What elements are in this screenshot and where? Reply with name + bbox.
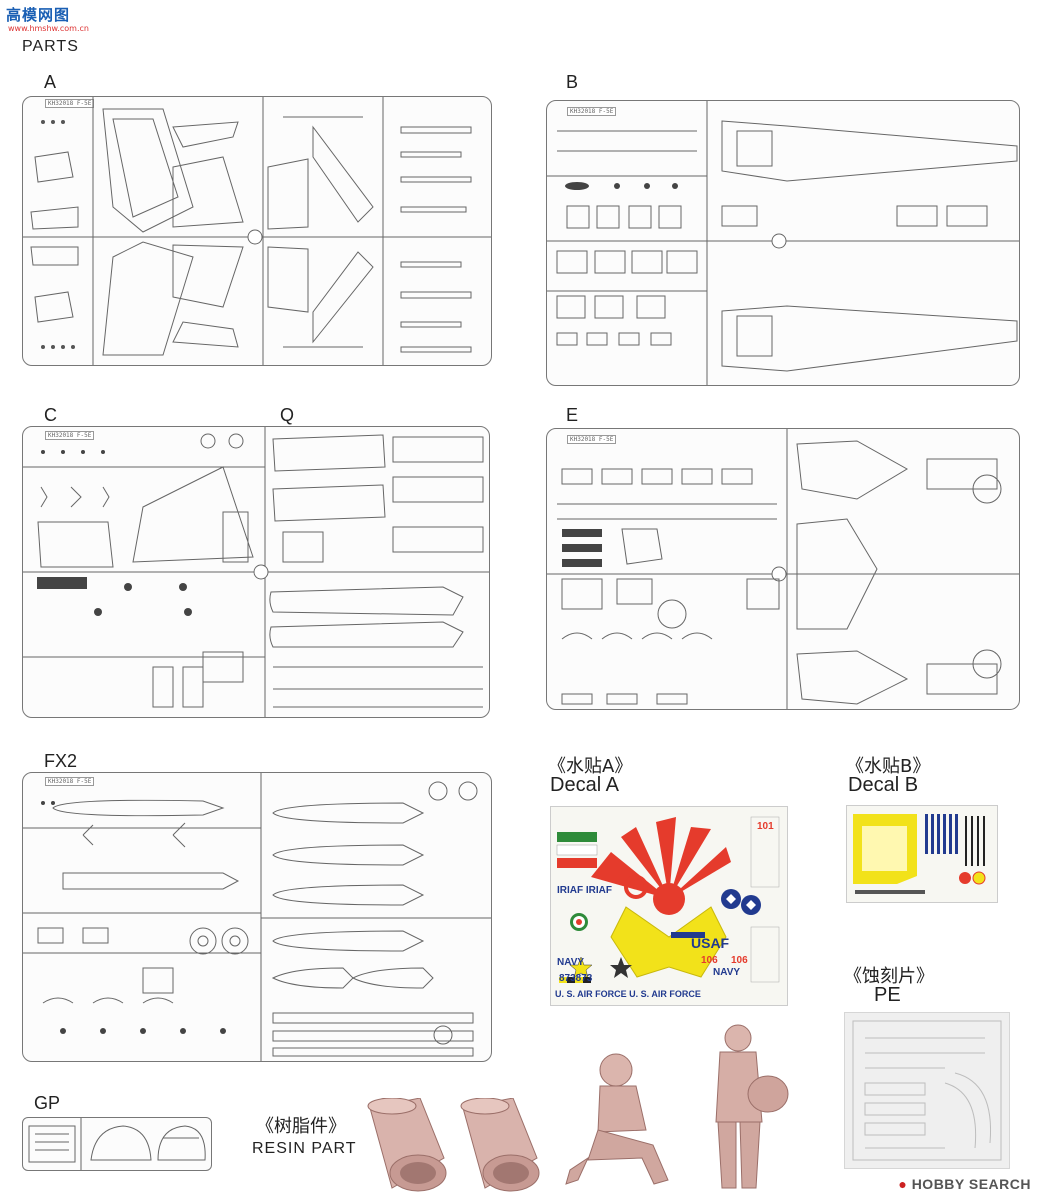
resin-caption-cn: 《树脂件》 (256, 1116, 346, 1137)
sprue-e-parts (547, 429, 1019, 709)
hobby-search-brand: HOBBY SEARCH (911, 1176, 1031, 1192)
sprue-c-label: C (44, 405, 57, 425)
resin-standing-pilot (690, 1022, 794, 1194)
sprue-fx2: KH32018 F-5E (22, 772, 492, 1062)
decal-a-text-106-2: 106 (731, 955, 748, 966)
sprue-a-parts (23, 97, 491, 365)
sprue-c-code: KH32018 F-5E (45, 431, 95, 440)
sprue-c-parts (23, 427, 489, 717)
decal-b-caption-cn: 《水贴B》 (846, 756, 931, 777)
decal-a-text-navy-1: NAVY (557, 957, 585, 968)
decal-b-artwork (853, 814, 986, 894)
sprue-e-code: KH32018 F-5E (567, 435, 617, 444)
sprue-a: KH32018 F-5E (22, 96, 492, 366)
decal-a-text-iriaf: IRIAF IRIAF (557, 885, 612, 896)
decal-a-artwork (556, 816, 780, 983)
sprue-e: KH32018 F-5E (546, 428, 1020, 710)
sprue-a-code: KH32018 F-5E (45, 99, 95, 108)
decal-sheet-a: IRIAF IRIAF USAF NAVY NAVY 106 106 87387… (550, 806, 788, 1006)
resin-exhaust-nozzle-2 (455, 1097, 541, 1194)
hobby-search-watermark: ● HOBBY SEARCH (898, 1176, 1031, 1192)
sprue-b-label: B (566, 72, 579, 92)
sprue-fx2-label: FX2 (44, 751, 78, 771)
sprue-e-label: E (566, 405, 579, 425)
decal-b-caption-en: Decal B (848, 774, 919, 796)
decal-a-text-navy-2: NAVY (713, 967, 741, 978)
sprue-fx2-code: KH32018 F-5E (45, 777, 95, 786)
parts-title: PARTS (22, 38, 79, 55)
decal-a-caption-en: Decal A (550, 774, 619, 796)
sprue-gp-label: GP (34, 1093, 61, 1113)
sprue-c: KH32018 F-5E (22, 426, 490, 718)
sprue-a-label: A (44, 72, 57, 92)
resin-caption-en: RESIN PART (252, 1140, 357, 1157)
decal-a-text-106-1: 106 (701, 955, 718, 966)
decal-a-text-serial: 873873 (559, 973, 593, 984)
pe-fret (844, 1012, 1010, 1169)
decal-a-text-usaf-long: U. S. AIR FORCE U. S. AIR FORCE (555, 989, 701, 999)
resin-exhaust-nozzle-1 (362, 1097, 448, 1194)
decal-a-text-101: 101 (757, 821, 774, 832)
sprue-b-parts (547, 101, 1019, 385)
sprue-b-code: KH32018 F-5E (567, 107, 617, 116)
decal-a-caption-cn: 《水贴A》 (548, 756, 633, 777)
site-logo: 高模网图 www.hmshw.com.cn (6, 4, 106, 36)
resin-seated-pilot (558, 1050, 678, 1190)
site-url: www.hmshw.com.cn (8, 24, 89, 33)
hobby-search-logo-icon: ● (898, 1176, 908, 1192)
sprue-q-label: Q (280, 405, 295, 425)
sprue-fx2-parts (23, 773, 491, 1061)
site-logo-text: 高模网图 (6, 6, 71, 24)
decal-sheet-b (846, 805, 998, 903)
pe-caption-cn: 《蚀刻片》 (844, 966, 934, 987)
pe-caption-en: PE (874, 984, 901, 1006)
decal-a-text-usaf: USAF (691, 935, 730, 951)
pe-fret-artwork (852, 1020, 1002, 1161)
sprue-gp (22, 1117, 212, 1171)
sprue-b: KH32018 F-5E (546, 100, 1020, 386)
sprue-gp-parts (28, 1118, 206, 1170)
